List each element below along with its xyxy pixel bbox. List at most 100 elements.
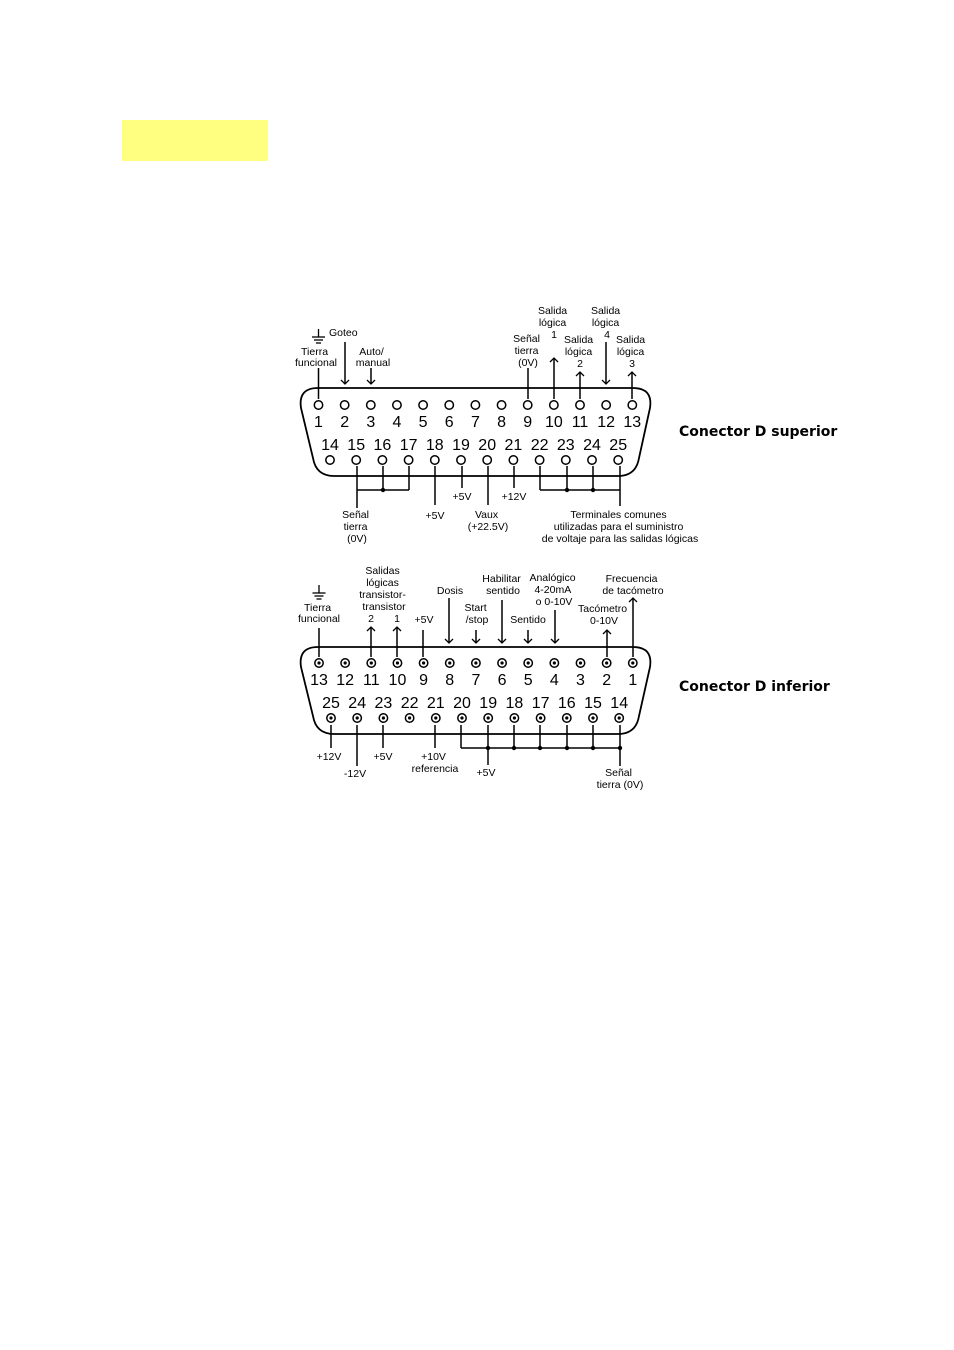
sup-top-pin-number: 10 xyxy=(545,414,563,431)
sup-top-pin-number: 8 xyxy=(497,414,506,431)
inf-top-pin-number: 11 xyxy=(363,672,380,689)
inf-bottom-pin-core-22 xyxy=(408,716,412,720)
label-salida-logica-1: Salida lógica 1 xyxy=(538,305,570,341)
label-vaux: Vaux (+22.5V) xyxy=(468,509,509,533)
sup-bottom-pin-number: 25 xyxy=(609,437,627,454)
label-plus12v-inf: +12V xyxy=(317,751,342,763)
sup-bottom-pin-number: 22 xyxy=(531,437,549,454)
label-plus5v-23: +5V xyxy=(374,751,393,763)
inf-bottom-pin-number: 16 xyxy=(558,695,576,712)
inf-top-pin-number: 7 xyxy=(471,672,480,689)
inf-bottom-pin-number: 15 xyxy=(584,695,602,712)
label-plus5v-19: +5V xyxy=(453,491,472,503)
sup-top-pin-number: 11 xyxy=(572,414,589,431)
inf-bottom-pin-core-16 xyxy=(565,716,569,720)
title-conector-superior: Conector D superior xyxy=(679,424,837,440)
sup-top-pin-number: 13 xyxy=(623,414,641,431)
label-plus12v-sup: +12V xyxy=(502,491,527,503)
sup-top-pin-5 xyxy=(418,400,429,410)
sup-top-pin-6 xyxy=(444,400,455,410)
inf-bottom-pin-core-25 xyxy=(329,716,333,720)
label-salidas-logicas: Salidas lógicas transistor- transistor xyxy=(359,565,409,613)
label-frecuencia-tacometro: Frecuencia de tacómetro xyxy=(602,573,663,597)
inf-top-pin-core-3 xyxy=(578,661,583,665)
inf-bottom-pin-core-14 xyxy=(617,716,621,720)
label-plus5v-9: +5V xyxy=(415,614,434,626)
inf-top-pin-core-7 xyxy=(474,661,478,665)
inf-bottom-pin-number: 25 xyxy=(322,695,340,712)
inf-bottom-pin-number: 22 xyxy=(401,695,419,712)
sup-bottom-pin-19 xyxy=(456,455,466,465)
inf-top-pin-number: 9 xyxy=(419,672,428,689)
sup-top-pin-number: 3 xyxy=(366,414,375,431)
sup-bottom-pin-20 xyxy=(482,455,493,465)
inf-top-pin-core-4 xyxy=(552,661,556,665)
sup-bottom-pin-18 xyxy=(429,455,440,465)
label-tierra-funcional-sup: Tierra funcional xyxy=(295,346,337,369)
sup-top-pin-12 xyxy=(601,400,612,410)
sup-top-pin-number: 2 xyxy=(340,414,349,431)
sup-top-pin-9 xyxy=(522,400,533,410)
sup-bottom-pin-21 xyxy=(508,455,519,465)
sup-top-pin-13 xyxy=(627,400,638,410)
inf-top-pin-number: 2 xyxy=(602,672,611,689)
inf-bottom-pin-core-24 xyxy=(355,716,359,720)
sup-top-pin-number: 9 xyxy=(523,414,532,431)
inf-top-pin-core-2 xyxy=(605,661,609,665)
label-salida-logica-4: Salida lógica 4 xyxy=(591,305,623,341)
inf-top-pin-core-5 xyxy=(526,661,530,665)
label-start-stop: Start /stop xyxy=(464,602,489,626)
sup-bottom-pin-25 xyxy=(613,455,624,465)
label-sentido: Sentido xyxy=(510,614,546,626)
inf-bottom-pin-core-21 xyxy=(434,716,438,720)
sup-bottom-pin-number: 19 xyxy=(452,437,470,454)
inf-bottom-pin-core-20 xyxy=(460,716,464,720)
sup-top-pin-number: 1 xyxy=(314,414,323,431)
inf-top-pin-number: 12 xyxy=(336,672,354,689)
sup-bottom-pin-22 xyxy=(534,455,545,465)
inf-bottom-pin-number: 24 xyxy=(348,695,366,712)
sup-bottom-pin-number: 18 xyxy=(426,437,444,454)
sup-bottom-pin-number: 16 xyxy=(374,437,392,454)
connector-shell-superior xyxy=(299,387,652,477)
connector-shell-inferior xyxy=(299,646,652,735)
label-salida-logica-2: Salida lógica 2 xyxy=(564,334,596,370)
sup-bottom-pin-23 xyxy=(560,455,571,465)
sup-bottom-pin-number: 21 xyxy=(505,437,523,454)
sup-bottom-pin-17 xyxy=(403,455,414,465)
inf-bottom-pin-core-15 xyxy=(591,716,595,720)
inf-top-pin-core-13 xyxy=(317,661,321,665)
inf-top-pin-number: 13 xyxy=(310,672,328,689)
title-conector-inferior: Conector D inferior xyxy=(679,679,830,695)
inf-bottom-pin-core-18 xyxy=(512,716,517,720)
sup-top-pin-1 xyxy=(313,400,324,410)
label-auto-manual: Auto/ manual xyxy=(356,346,390,369)
inf-bottom-pin-number: 21 xyxy=(427,695,445,712)
sup-bottom-pin-number: 17 xyxy=(400,437,418,454)
inf-top-pin-core-11 xyxy=(369,661,373,665)
inf-bottom-pin-core-23 xyxy=(381,716,385,720)
inf-top-pin-number: 4 xyxy=(550,672,559,689)
label-salida-logica-3: Salida lógica 3 xyxy=(616,334,648,370)
inf-top-pin-number: 8 xyxy=(445,672,454,689)
sup-top-pin-number: 6 xyxy=(445,414,454,431)
label-terminales-comunes: Terminales comunes utilizadas para el su… xyxy=(542,509,698,545)
label-plus10v-referencia: +10V referencia xyxy=(412,751,459,775)
label-analogico: Analógico 4-20mA o 0-10V xyxy=(529,572,578,608)
label-senal-tierra-bottom: Señal tierra (0V) xyxy=(342,509,372,545)
inf-top-pin-number: 3 xyxy=(576,672,585,689)
inf-top-pin-core-6 xyxy=(500,661,504,665)
inf-bottom-pin-number: 18 xyxy=(506,695,524,712)
inf-bottom-pin-number: 23 xyxy=(375,695,393,712)
label-plus5v-18: +5V xyxy=(426,510,445,522)
sup-bottom-pin-15 xyxy=(351,455,362,465)
inf-top-pin-number: 6 xyxy=(498,672,507,689)
label-habilitar-sentido: Habilitar sentido xyxy=(482,573,523,597)
sup-bottom-pin-24 xyxy=(587,455,597,465)
sup-bottom-pin-14 xyxy=(325,455,335,465)
label-tierra-funcional-inf: Tierra funcional xyxy=(298,602,340,625)
inf-top-pin-core-10 xyxy=(395,661,400,665)
